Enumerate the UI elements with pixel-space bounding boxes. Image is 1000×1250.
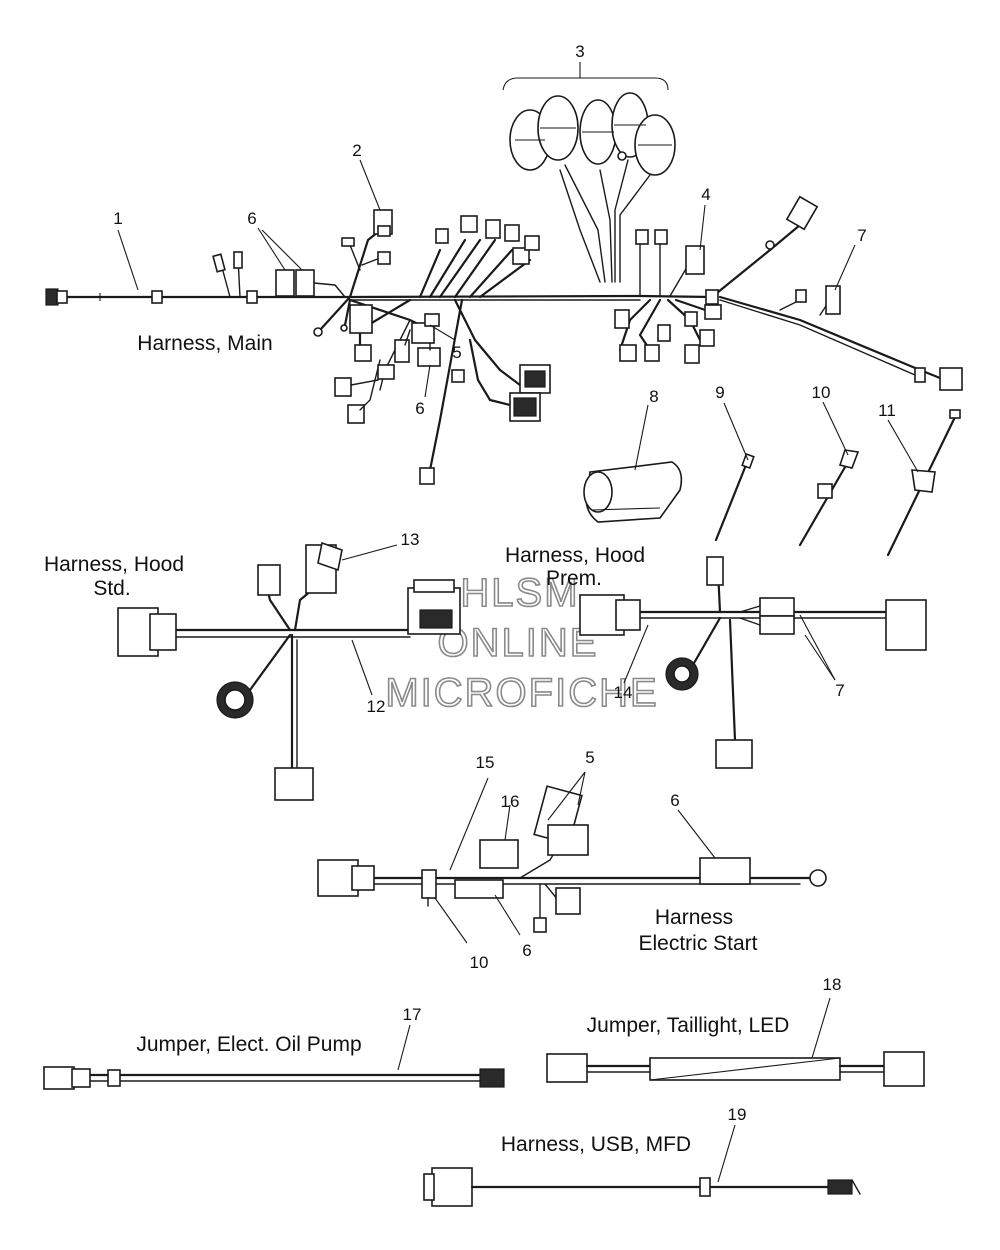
label-hood-std-line2: Std. <box>93 577 130 600</box>
callout-10-loose: 10 <box>812 383 831 402</box>
callout-6-main-bottom: 6 <box>415 399 424 418</box>
callout-17: 17 <box>403 1005 422 1024</box>
electric-start-harness <box>317 785 827 933</box>
callout-5-start: 5 <box>585 748 594 767</box>
callout-15: 15 <box>476 753 495 772</box>
callout-1: 1 <box>113 209 122 228</box>
callout-numbers: 1 2 3 4 5 5 6 6 6 6 7 7 8 9 10 10 11 12 … <box>113 42 896 1124</box>
leader-lines <box>117 62 919 1183</box>
watermark-line2: ONLINE <box>438 621 599 665</box>
callout-6-start-bottom: 6 <box>522 941 531 960</box>
usb-harness <box>423 1167 861 1207</box>
callout-5-main: 5 <box>452 343 461 362</box>
callout-6-main-top: 6 <box>247 209 256 228</box>
watermark: HLSM ONLINE MICROFICHE <box>385 570 658 716</box>
callout-12: 12 <box>367 697 386 716</box>
callout-9: 9 <box>715 383 724 402</box>
hood-std-harness <box>117 541 461 801</box>
watermark-line1: HLSM <box>460 571 579 615</box>
callout-2: 2 <box>352 141 361 160</box>
callout-7-main: 7 <box>857 226 866 245</box>
taillight-jumper <box>546 1051 925 1087</box>
label-jumper-taillight: Jumper, Taillight, LED <box>587 1014 790 1037</box>
label-hood-std-line1: Harness, Hood <box>44 553 184 576</box>
label-electric-start-line1: Harness <box>655 906 733 929</box>
callout-4: 4 <box>701 185 710 204</box>
callout-18: 18 <box>823 975 842 994</box>
label-harness-usb: Harness, USB, MFD <box>501 1133 691 1156</box>
label-electric-start-line2: Electric Start <box>638 932 757 955</box>
callout-11: 11 <box>878 401 896 420</box>
label-hood-prem-line1: Harness, Hood <box>505 544 645 567</box>
main-harness <box>45 92 963 485</box>
callout-13: 13 <box>401 530 420 549</box>
callout-19: 19 <box>728 1105 747 1124</box>
callout-7-prem: 7 <box>835 681 844 700</box>
harness-labels: Harness, Main Harness, Hood Std. Harness… <box>44 332 789 1156</box>
callout-16: 16 <box>501 792 520 811</box>
loose-parts <box>583 409 961 557</box>
watermark-line3: MICROFICHE <box>385 671 658 715</box>
oil-pump-jumper <box>43 1066 505 1090</box>
callout-14: 14 <box>614 683 633 702</box>
callout-3: 3 <box>575 42 584 61</box>
callout-8: 8 <box>649 387 658 406</box>
label-jumper-oil-pump: Jumper, Elect. Oil Pump <box>136 1033 361 1056</box>
callout-6-start-right: 6 <box>670 791 679 810</box>
hood-prem-harness <box>579 556 927 769</box>
label-hood-prem-line2: Prem. <box>546 567 602 590</box>
label-harness-main: Harness, Main <box>137 332 272 355</box>
callout-10-start: 10 <box>470 953 489 972</box>
